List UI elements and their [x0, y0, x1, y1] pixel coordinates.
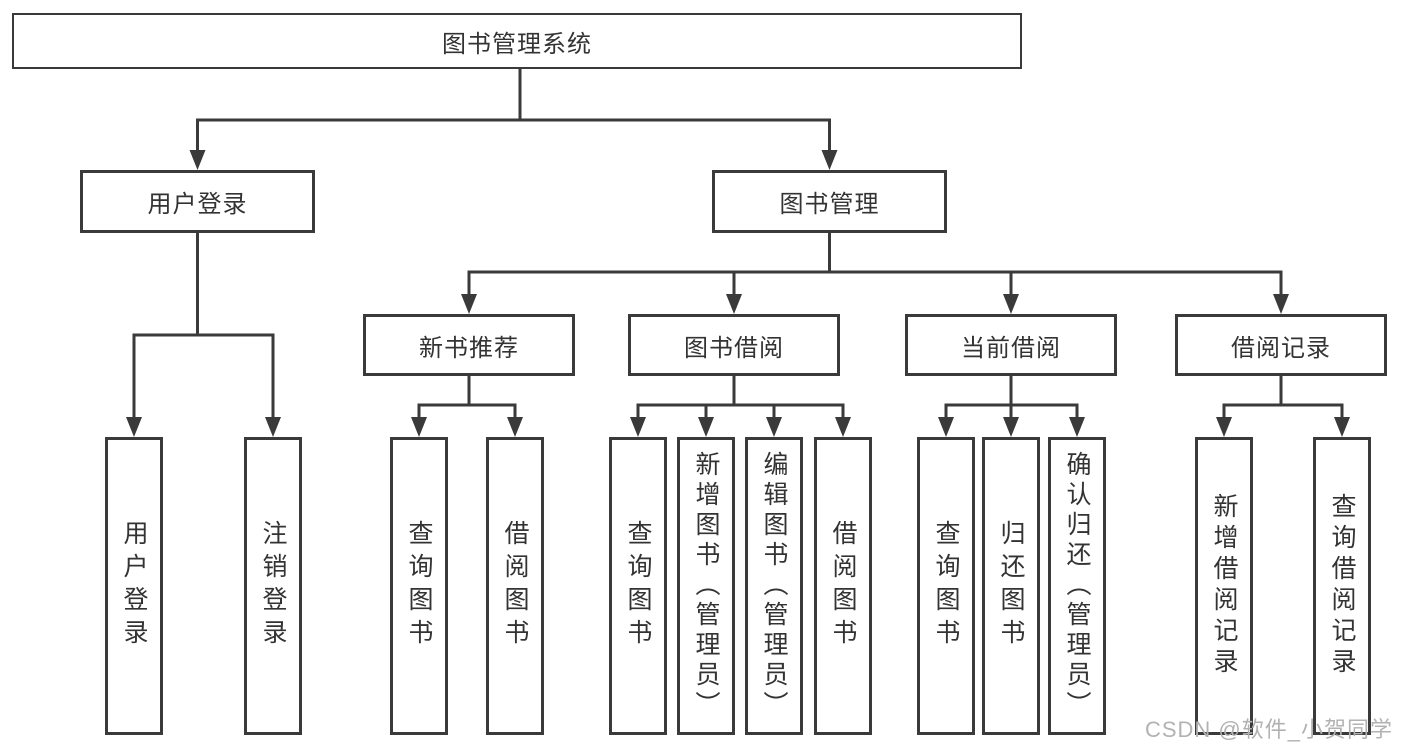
node-library-management-system: 图书管理系统 [12, 13, 1022, 69]
leaf-query-borrow-record: 查询借阅记录 [1313, 437, 1371, 735]
leaf-borrow-books: 借阅图书 [814, 437, 872, 735]
node-new-book-recommend: 新书推荐 [363, 314, 575, 376]
leaf-query-books-recommend: 查询图书 [390, 437, 448, 735]
node-book-borrow: 图书借阅 [628, 314, 840, 376]
node-borrow-record: 借阅记录 [1175, 314, 1387, 376]
connector-strokes [132, 68, 1344, 419]
leaf-query-books-current: 查询图书 [917, 437, 975, 735]
leaf-query-books-borrow: 查询图书 [609, 437, 667, 735]
leaf-add-books-admin: 新增图书（管理员） [677, 437, 735, 735]
watermark: CSDN @软件_小贺同学 [1144, 717, 1393, 742]
leaf-edit-books-admin: 编辑图书（管理员） [745, 437, 803, 735]
leaf-add-borrow-record: 新增借阅记录 [1195, 437, 1253, 735]
leaf-confirm-return-admin: 确认归还（管理员） [1048, 437, 1106, 735]
leaf-return-books: 归还图书 [982, 437, 1040, 735]
leaf-logout: 注销登录 [244, 437, 302, 735]
node-current-borrow: 当前借阅 [905, 314, 1117, 376]
leaf-user-login: 用户登录 [105, 437, 163, 735]
node-book-management: 图书管理 [712, 170, 947, 233]
arrowheads [126, 150, 1350, 437]
leaf-borrow-books-recommend: 借阅图书 [486, 437, 544, 735]
node-user-login: 用户登录 [80, 170, 315, 233]
